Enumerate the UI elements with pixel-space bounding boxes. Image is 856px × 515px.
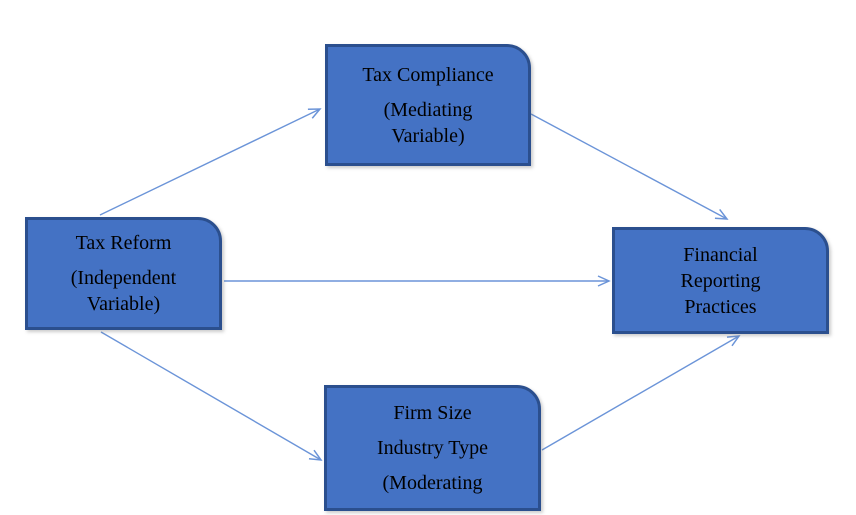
node-tax-compliance-title: Tax Compliance (362, 63, 494, 86)
node-tax-reform-subtitle: (Independent Variable) (70, 267, 177, 315)
arrow-independent-to-moderator (100, 331, 323, 461)
node-moderator-line-1: Firm Size (393, 402, 472, 424)
node-tax-compliance-subtitle: (Mediating Variable) (383, 98, 473, 147)
node-moderator-line-2: Industry Type (377, 437, 488, 459)
node-tax-reform: Tax Reform (Independent Variable) (25, 217, 222, 330)
node-moderator-line-3: (Moderating (382, 472, 483, 494)
node-financial-reporting-practices: Financial Reporting Practices (612, 227, 829, 334)
arrow-moderator-to-outcome (541, 335, 741, 451)
arrow-independent-to-mediator (99, 108, 322, 216)
node-tax-compliance: Tax Compliance (Mediating Variable) (325, 44, 531, 166)
node-financial-reporting-practices-title: Financial Reporting Practices (680, 243, 761, 318)
node-tax-reform-title: Tax Reform (75, 232, 172, 254)
node-firm-size-industry-type: Firm Size Industry Type (Moderating (324, 385, 541, 511)
arrow-mediator-to-outcome (530, 113, 729, 220)
